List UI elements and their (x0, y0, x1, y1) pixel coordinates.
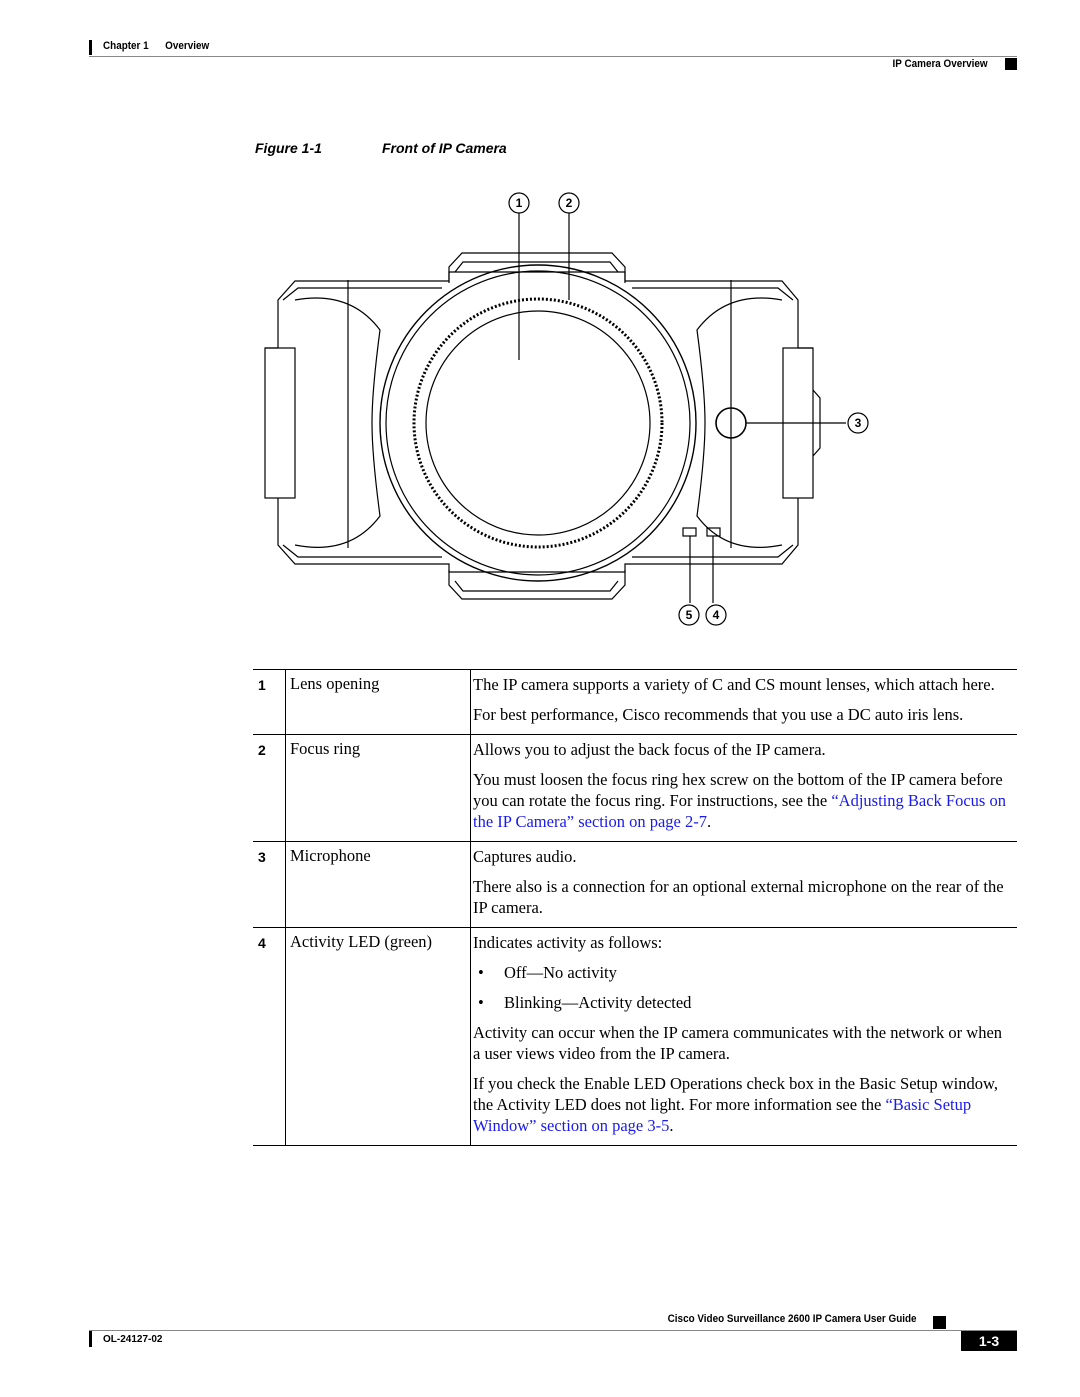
row-description: For best performance, Cisco recommends t… (473, 705, 964, 724)
row-term: Lens opening (290, 674, 380, 693)
adjusting-back-focus-link[interactable]: “Adjusting Back Focus on the IP Camera” … (473, 791, 1006, 831)
footer-doc-id: OL-24127-02 (103, 1334, 163, 1345)
callout-5: 5 (686, 608, 693, 622)
figure-title: Front of IP Camera (382, 140, 507, 156)
footer-square (933, 1316, 946, 1329)
footer-bar (89, 1331, 92, 1347)
header-square (1005, 58, 1017, 70)
row-number: 3 (258, 849, 266, 865)
row-term: Activity LED (green) (290, 932, 433, 951)
footer-guide-title: Cisco Video Surveillance 2600 IP Camera … (668, 1313, 917, 1325)
camera-front-illustration: 1 2 3 5 4 (264, 192, 869, 626)
bullet-text: Off—No activity (504, 963, 617, 982)
description-text: If you check the Enable LED Operations c… (473, 1074, 998, 1114)
description-text: You must loosen the focus ring hex screw… (473, 770, 1003, 810)
bullet-text: Blinking—Activity detected (504, 993, 692, 1012)
header-bar (89, 40, 92, 55)
row-number: 4 (258, 935, 266, 951)
page-number: 1-3 (961, 1331, 1017, 1351)
callout-table: 1 Lens opening The IP camera supports a … (253, 669, 1017, 1146)
callout-2: 2 (566, 196, 573, 210)
callout-3: 3 (855, 416, 862, 430)
footer-rule (89, 1330, 1017, 1331)
table-top-rule (253, 669, 1017, 670)
row-term: Focus ring (290, 739, 361, 758)
bullet-dot: • (478, 993, 484, 1012)
table-row: 1 Lens opening The IP camera supports a … (253, 670, 1017, 735)
row-description: Indicates activity as follows: (473, 933, 663, 952)
callout-1: 1 (516, 196, 523, 210)
figure-number: Figure 1-1 (255, 140, 322, 156)
bullet-item: • Off—No activity (473, 962, 1007, 983)
row-description: You must loosen the focus ring hex screw… (473, 769, 1007, 832)
table-row: 2 Focus ring Allows you to adjust the ba… (253, 735, 1017, 842)
section-label: IP Camera Overview (892, 58, 988, 70)
chapter-label: Chapter 1 Overview (103, 40, 210, 52)
row-description: Activity can occur when the IP camera co… (473, 1023, 1003, 1063)
header-rule (89, 56, 1017, 57)
basic-setup-window-link[interactable]: “Basic Setup Window” section on page 3-5 (473, 1095, 972, 1135)
row-number: 2 (258, 742, 266, 758)
description-text: . (706, 812, 712, 831)
bullet-dot: • (478, 963, 484, 982)
row-description: Captures audio. (473, 847, 577, 866)
table-row: 4 Activity LED (green) Indicates activit… (253, 928, 1017, 1146)
row-term: Microphone (290, 846, 371, 865)
table-row: 3 Microphone Captures audio. There also … (253, 842, 1017, 928)
bullet-item: • Blinking—Activity detected (473, 992, 1007, 1013)
row-description: There also is a connection for an option… (473, 877, 1004, 917)
row-description: The IP camera supports a variety of C an… (473, 675, 995, 694)
row-description: If you check the Enable LED Operations c… (473, 1073, 1007, 1136)
row-number: 1 (258, 677, 266, 693)
row-description: Allows you to adjust the back focus of t… (473, 740, 826, 759)
callout-4: 4 (713, 608, 720, 622)
description-text: . (669, 1116, 674, 1135)
